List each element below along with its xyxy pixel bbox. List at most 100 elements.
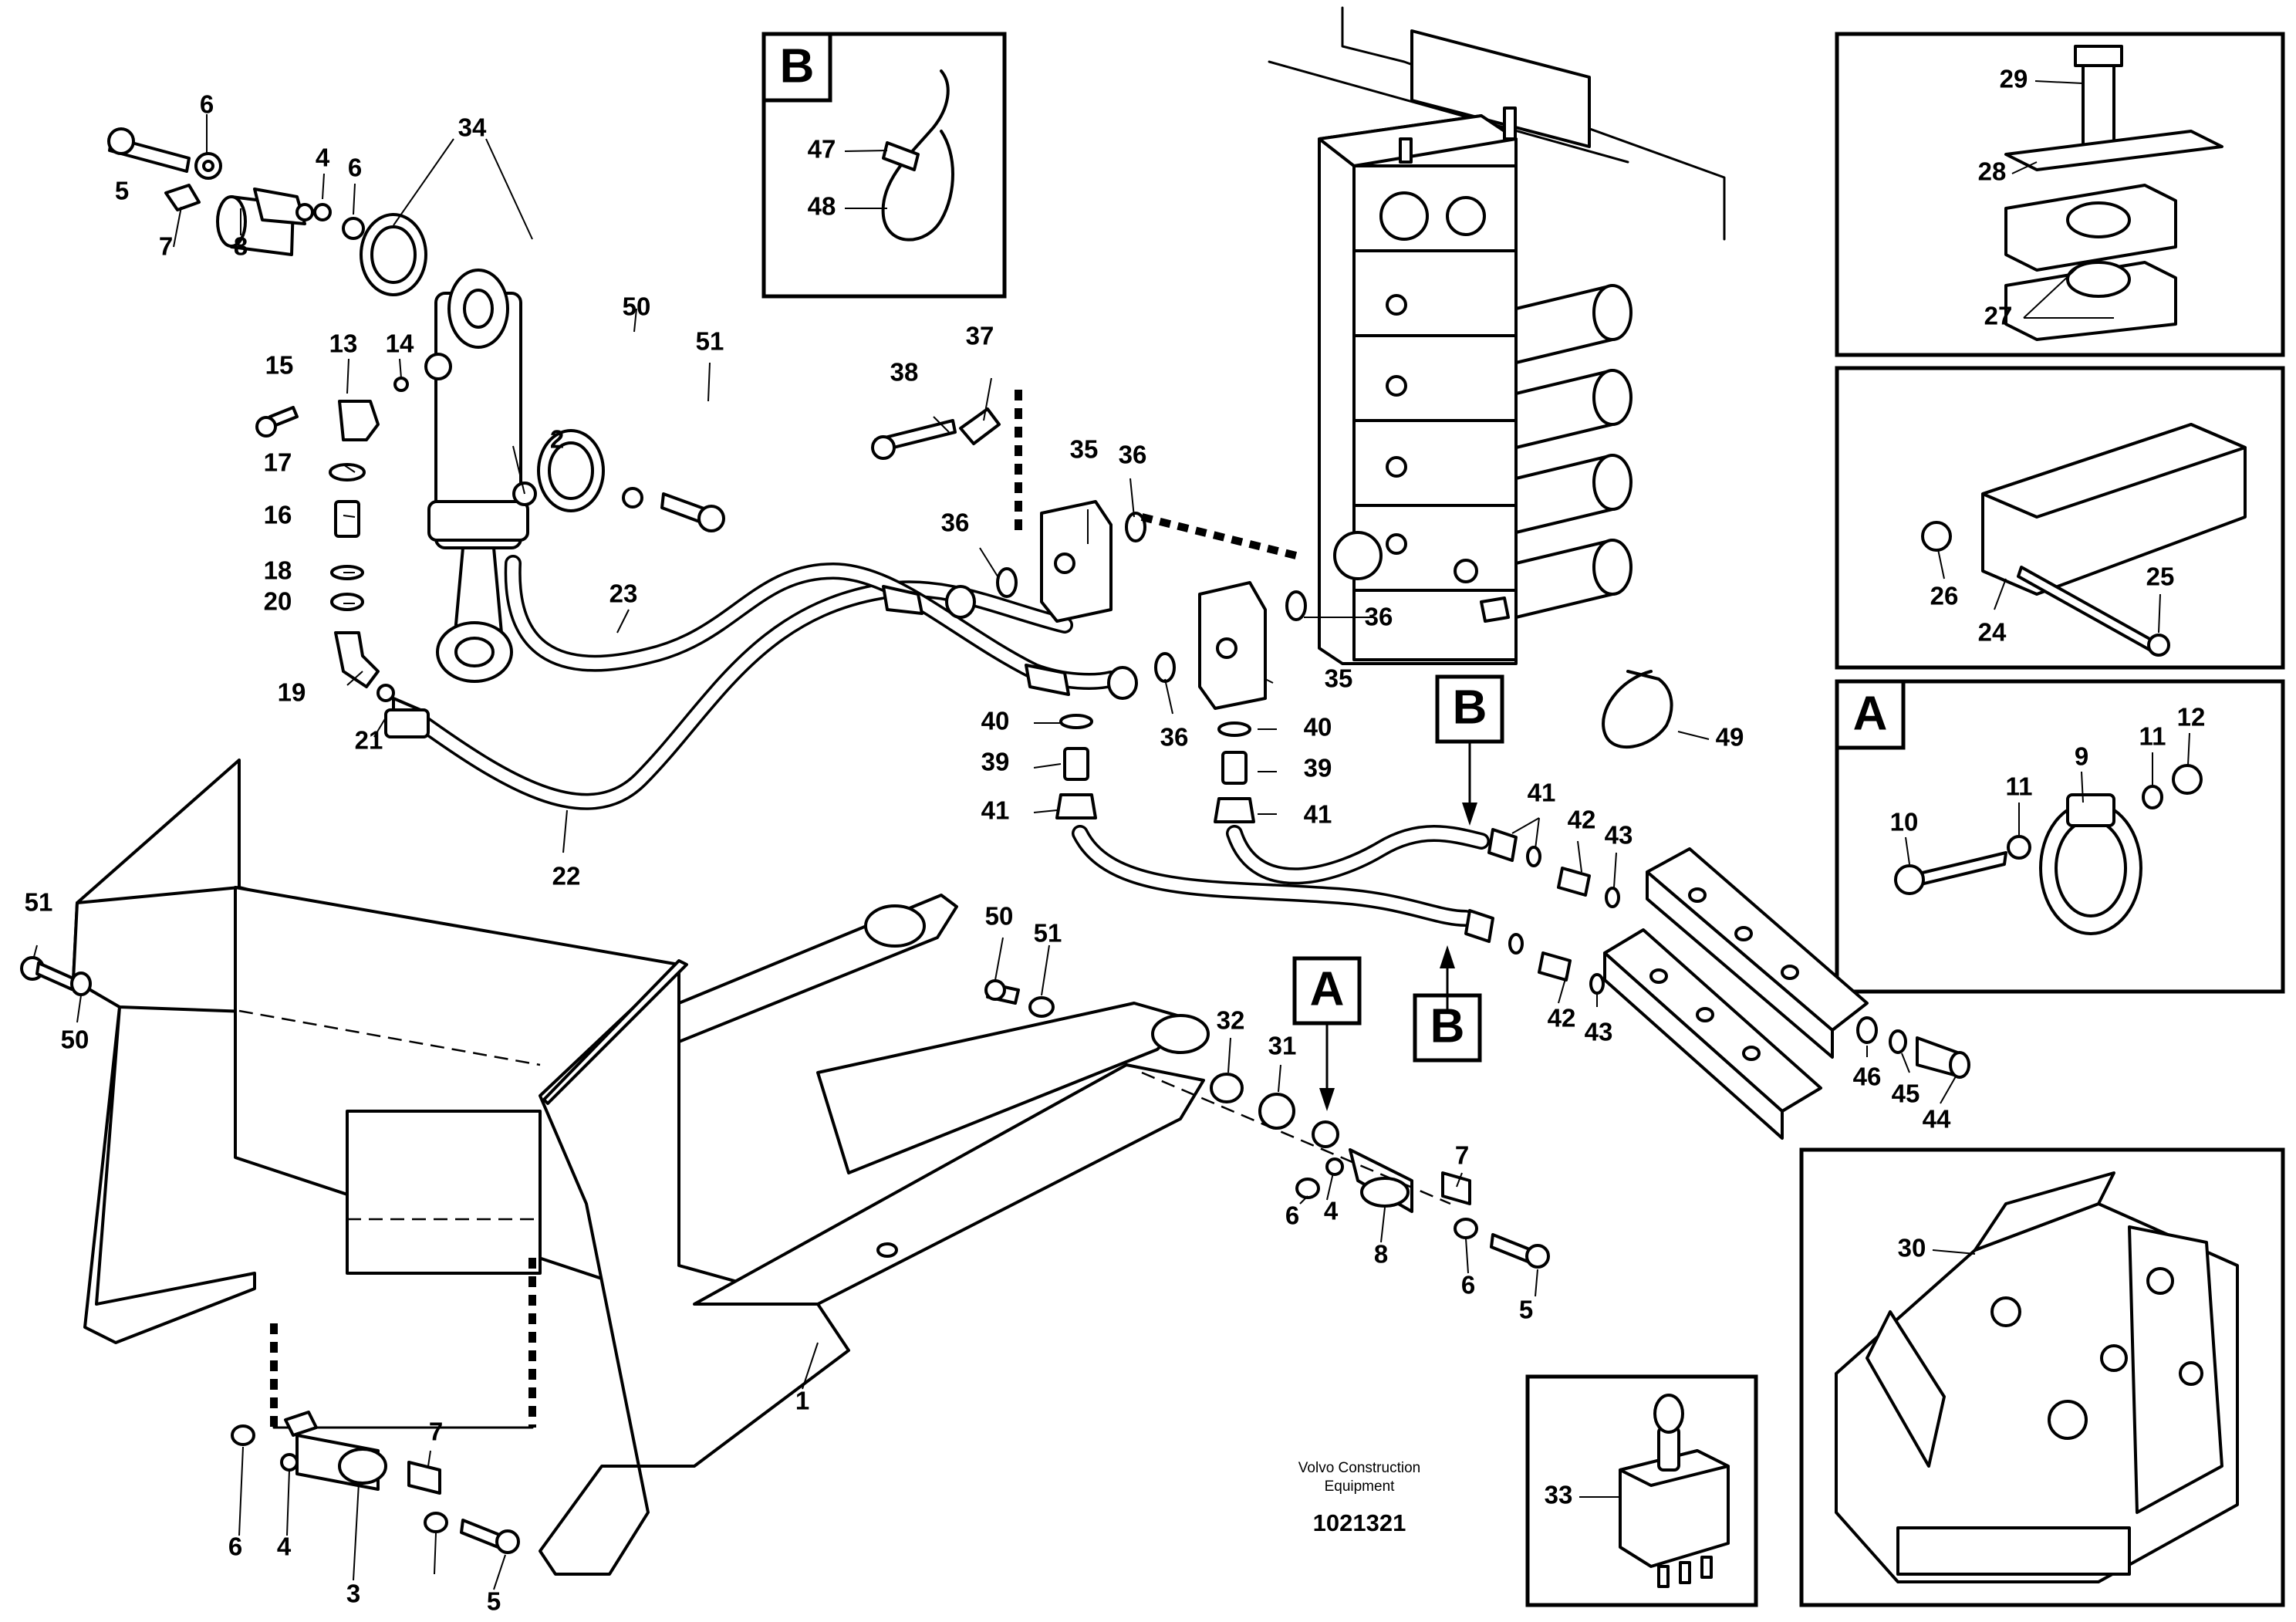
leader-lines (33, 80, 2190, 1590)
label-33: 33 (1545, 1481, 1573, 1509)
cylinder-pin-drawing (107, 127, 725, 532)
drawing-number: 1021321 (1313, 1509, 1406, 1536)
label-6: 6 (348, 154, 362, 182)
label-7: 7 (429, 1418, 443, 1446)
inset-b-letter: B (780, 39, 815, 93)
label-34: 34 (458, 113, 487, 142)
label-11: 11 (2006, 772, 2033, 801)
label-41: 41 (1304, 800, 1332, 829)
label-31: 31 (1268, 1032, 1297, 1060)
frame-pin-lower-drawing (231, 1411, 520, 1554)
label-48: 48 (808, 192, 836, 221)
inset-cover-frame (1835, 366, 2285, 670)
a-callout-box: A (1292, 956, 1362, 1026)
cable-tie-49-drawing (1602, 670, 1673, 748)
label-50: 50 (623, 292, 651, 321)
label-35: 35 (1325, 664, 1353, 693)
inset-a-frame (1835, 679, 2285, 994)
cylinder-fittings-drawing (255, 377, 422, 731)
label-11: 11 (2139, 722, 2166, 751)
label-45: 45 (1892, 1080, 1920, 1108)
label-23: 23 (609, 580, 638, 608)
label-25: 25 (2146, 563, 2175, 591)
label-51: 51 (1034, 919, 1062, 948)
label-42: 42 (1568, 806, 1596, 834)
label-15: 15 (265, 351, 294, 380)
inset-frame-30-frame (1799, 1147, 2285, 1607)
label-46: 46 (1853, 1063, 1882, 1091)
label-44: 44 (1923, 1105, 1951, 1134)
label-51: 51 (25, 888, 53, 917)
label-27: 27 (1984, 302, 2013, 330)
label-50: 50 (985, 902, 1014, 931)
label-5: 5 (115, 177, 129, 205)
inset-a-letter: A (1853, 687, 1888, 740)
label-6: 6 (1285, 1201, 1299, 1230)
label-22: 22 (552, 862, 581, 890)
svg-text:B: B (1453, 681, 1487, 734)
label-39: 39 (1304, 754, 1332, 782)
label-36: 36 (941, 509, 970, 537)
label-4: 4 (277, 1532, 292, 1561)
inset-a-drawing (1894, 764, 2203, 935)
label-16: 16 (264, 501, 292, 529)
label-37: 37 (966, 322, 994, 350)
label-21: 21 (355, 726, 383, 755)
footer: Volvo Construction Equipment 1021321 (1298, 1460, 1420, 1536)
label-9: 9 (2075, 742, 2088, 771)
credit-line-2: Equipment (1325, 1478, 1396, 1495)
label-43: 43 (1605, 821, 1633, 850)
frame-bolt-left-drawing (20, 956, 92, 996)
label-2: 2 (550, 425, 564, 454)
label-14: 14 (386, 329, 414, 358)
label-29: 29 (2000, 65, 2028, 93)
svg-text:A: A (1310, 962, 1345, 1015)
label-42: 42 (1548, 1004, 1576, 1032)
label-28: 28 (1978, 157, 2007, 186)
inset-clamp-frame (1835, 32, 2285, 357)
svg-text:B: B (1430, 999, 1465, 1053)
label-30: 30 (1898, 1234, 1926, 1262)
label-35: 35 (1070, 435, 1099, 464)
label-4: 4 (316, 144, 330, 172)
label-13: 13 (329, 329, 358, 358)
label-19: 19 (278, 678, 306, 707)
flanges-drawing (871, 390, 1307, 710)
label-18: 18 (264, 556, 292, 585)
part-labels: 1 2 3 4 4 4 5 5 5 6 6 6 6 6 7 7 7 8 8 9 … (25, 65, 2206, 1616)
label-50: 50 (61, 1026, 89, 1054)
label-10: 10 (1890, 808, 1919, 836)
label-7: 7 (1455, 1141, 1469, 1170)
label-26: 26 (1930, 582, 1959, 610)
label-36: 36 (1119, 441, 1147, 469)
label-47: 47 (808, 135, 836, 164)
label-7: 7 (159, 232, 173, 261)
hoses-drawing (384, 555, 1490, 927)
inset-b-frame (761, 32, 1007, 299)
lift-cylinder-drawing (424, 269, 537, 683)
label-43: 43 (1585, 1018, 1613, 1046)
label-40: 40 (981, 707, 1010, 735)
b-callout-box-1: B (1435, 674, 1504, 744)
inset-cover-drawing (1921, 423, 2247, 657)
label-36: 36 (1365, 603, 1393, 631)
inset-frame-30-drawing (1835, 1171, 2239, 1583)
connector-blocks-drawing (1603, 847, 1970, 1140)
label-41: 41 (1528, 779, 1556, 807)
label-20: 20 (264, 587, 292, 616)
label-5: 5 (487, 1587, 501, 1616)
label-51: 51 (696, 327, 724, 356)
label-39: 39 (981, 748, 1010, 776)
label-8: 8 (1374, 1240, 1388, 1269)
label-24: 24 (1978, 618, 2007, 647)
label-49: 49 (1716, 723, 1744, 752)
inset-switch-drawing (1619, 1394, 1730, 1588)
connectors-drawing (1055, 714, 1620, 995)
label-6: 6 (1461, 1271, 1475, 1299)
label-3: 3 (346, 1580, 360, 1608)
label-1: 1 (795, 1387, 809, 1415)
callout-arrows (1319, 742, 1477, 1111)
label-17: 17 (264, 448, 292, 477)
label-41: 41 (981, 796, 1010, 825)
